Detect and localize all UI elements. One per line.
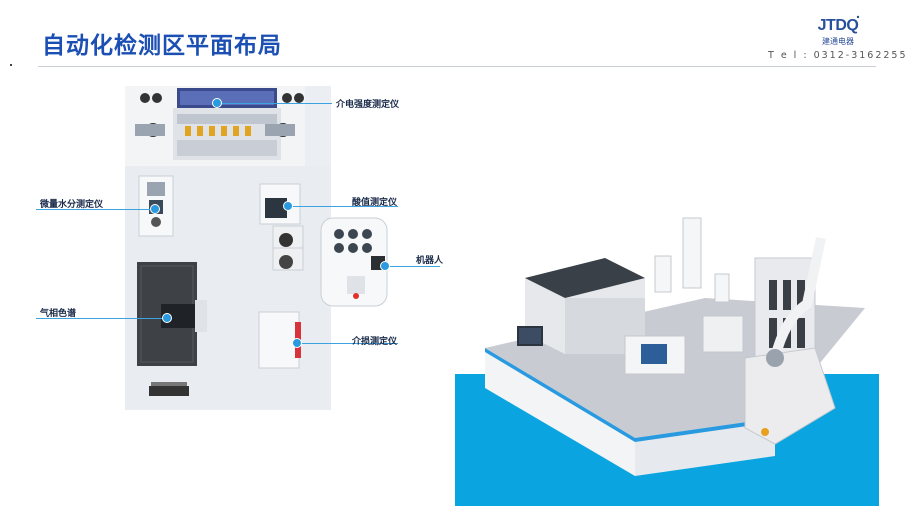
header-divider <box>38 66 876 67</box>
leader-dot-gc <box>162 313 172 323</box>
leader-dot-robot <box>380 261 390 271</box>
leader-gc <box>36 318 166 319</box>
leader-moisture <box>36 209 152 210</box>
brand-logo: JTDQ <box>816 14 860 34</box>
label-dielectric: 介电强度测定仪 <box>336 100 400 110</box>
leader-interfacial <box>296 343 398 344</box>
label-gc: 气相色谱 <box>40 309 77 319</box>
corner-dot <box>10 64 12 66</box>
label-interfacial: 介损测定仪 <box>352 337 398 347</box>
page-title: 自动化检测区平面布局 <box>42 33 282 59</box>
leader-dot-acid <box>283 201 293 211</box>
lab-3d-rendering <box>455 217 879 506</box>
tel-number: 0312-3162255 <box>813 50 908 61</box>
logo-subtitle: 建通电器 <box>822 37 854 46</box>
tel-line: T e l : 0312-3162255 <box>768 50 908 61</box>
floor-plan-equipment <box>135 88 388 396</box>
tel-label: T e l : <box>768 50 809 61</box>
logo-text: JTDQ <box>818 17 859 34</box>
leader-dielectric <box>218 103 332 104</box>
label-robot: 机器人 <box>416 256 444 266</box>
leader-robot <box>384 266 440 267</box>
label-moisture: 微量水分测定仪 <box>40 200 104 210</box>
leader-dot-moisture <box>150 204 160 214</box>
leader-acid <box>288 206 398 207</box>
leader-dot-dielectric <box>212 98 222 108</box>
leader-dot-interfacial <box>292 338 302 348</box>
label-acid: 酸值测定仪 <box>352 198 398 208</box>
